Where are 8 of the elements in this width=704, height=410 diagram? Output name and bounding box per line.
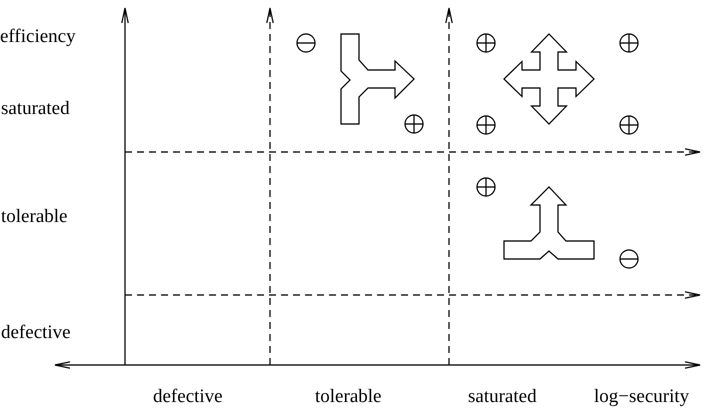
level-label: defective (1, 322, 71, 344)
y-axis-title: efficiency (0, 26, 76, 48)
level-label: defective (153, 386, 223, 408)
level-label: tolerable (1, 206, 68, 228)
level-label: tolerable (315, 386, 382, 408)
level-label: saturated (468, 386, 537, 408)
level-label: saturated (1, 98, 70, 120)
x-axis-title: log−security (594, 386, 690, 408)
